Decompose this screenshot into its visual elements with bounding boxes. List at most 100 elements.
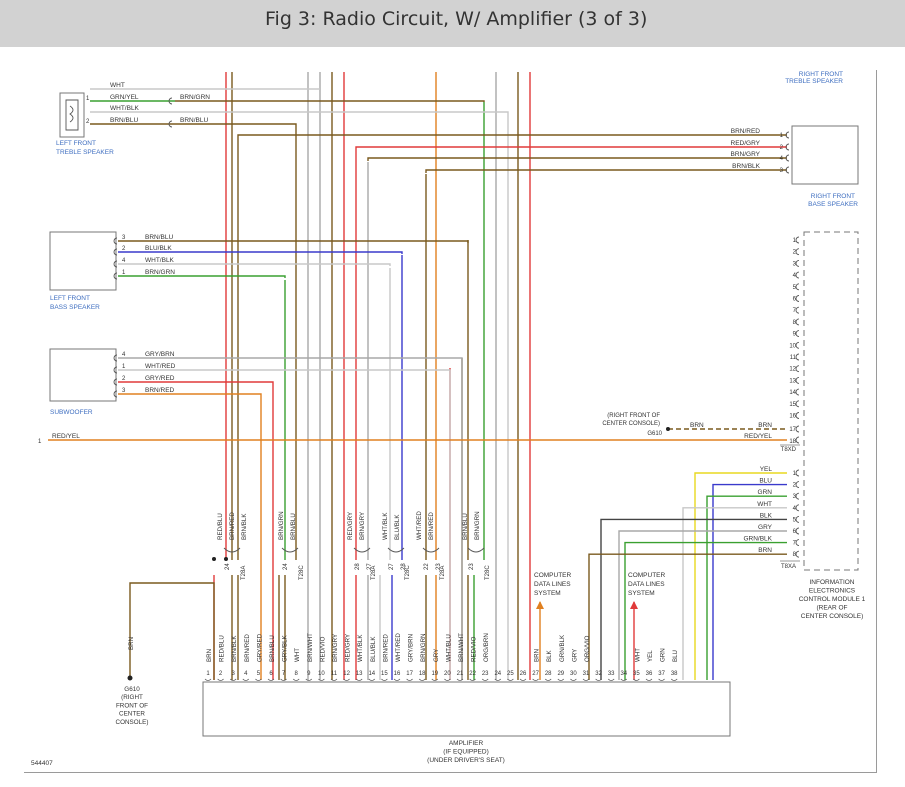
ground-left-label: FRONT OF (116, 702, 148, 709)
data-lines-label: COMPUTER (628, 572, 666, 579)
left-front-bass-label: LEFT FRONT (50, 295, 90, 302)
amp-wire-label: GRN/BLK (559, 634, 566, 662)
mid-wire-label: BRN/BLK (241, 513, 248, 540)
rf-bass-wire (425, 169, 787, 173)
module-connector (795, 515, 800, 523)
module-connector (795, 469, 800, 477)
amp-wire-label: BLK (546, 649, 553, 662)
info-electronics-module (803, 231, 859, 571)
amplifier-box (202, 681, 731, 737)
amp-wire-label: RED/BLU (219, 635, 226, 662)
amp-pin: 1 (206, 671, 210, 677)
info-module-label: (REAR OF (816, 605, 847, 612)
data-lines-label: COMPUTER (534, 572, 572, 579)
amp-pin-connector (406, 678, 413, 681)
t8xa-wire-label: BLU (759, 478, 772, 485)
amp-wire-label: RED/GRY (345, 634, 352, 662)
amp-pin-connector (343, 678, 350, 681)
amp-wire-label: BRN/BLK (231, 635, 238, 662)
amp-pin-connector (507, 678, 514, 681)
mid-wire-label: WHT/RED (416, 511, 423, 540)
info-module-label: CONTROL MODULE 1 (799, 596, 866, 603)
amp-pin: 13 (356, 671, 363, 677)
ground-left-label: (RIGHT (121, 694, 143, 701)
figure-header: Fig 3: Radio Circuit, W/ Amplifier (3 of… (0, 0, 905, 47)
amp-pin: 7 (282, 671, 286, 677)
amp-pin-connector (658, 678, 665, 681)
mid-pin: 23 (469, 563, 475, 570)
module-connector (795, 539, 800, 547)
module-connector (795, 388, 800, 396)
rf-bass-connector (785, 143, 790, 151)
bass-wire-label: BRN/BLU (145, 234, 173, 241)
connector-id: T8XD (781, 447, 797, 453)
t8xa-pin: 7 (793, 541, 797, 547)
rf-bass-wire (367, 157, 787, 161)
amp-pin-connector (229, 678, 237, 681)
t8xa-wire-label: GRY (758, 524, 773, 531)
ground-left-label: CENTER (119, 711, 145, 718)
bass-connector (113, 248, 118, 256)
sub-pin: 4 (122, 352, 126, 358)
amp-wire-label: BLU/BLK (370, 636, 377, 662)
mid-pin: 28 (401, 563, 407, 570)
amp-pin-connector (670, 678, 678, 681)
speaker-icon (65, 99, 79, 131)
treble-pin: 1 (86, 96, 90, 102)
mid-connector (467, 547, 485, 553)
treble-wire-label: GRN/YEL (110, 94, 139, 101)
mid-connector (281, 547, 299, 553)
sub-wire (118, 357, 463, 680)
sub-wire (118, 393, 262, 680)
rf-bass-wire-label: RED/GRY (731, 140, 761, 147)
amp-pin: 37 (658, 671, 665, 677)
mid-wire-label: BLU/BLK (394, 514, 401, 540)
brn-ground-label: BRN (690, 422, 704, 429)
bass-connector (113, 237, 118, 245)
mid-wire-label: BRN/BLU (290, 513, 297, 540)
data-line-arrow (536, 601, 544, 609)
bass-connector (113, 272, 118, 280)
right-front-bass-label: RIGHT FRONT (811, 193, 855, 200)
mid-connector-id: T28C (485, 565, 491, 580)
amplifier-label: (IF EQUIPPED) (443, 749, 489, 756)
amp-pin: 20 (444, 671, 451, 677)
ground-right-id: G610 (647, 431, 662, 437)
amp-pin: 25 (507, 671, 514, 677)
amp-pin-connector (444, 678, 451, 681)
amp-pin-connector (582, 678, 590, 681)
amp-wire-label: RED/VIO (319, 636, 326, 662)
mid-connector (387, 547, 405, 553)
subwoofer-label: SUBWOOFER (50, 409, 93, 416)
amp-pin: 11 (331, 671, 338, 677)
mid-connector-id: T28A (241, 566, 247, 580)
info-module-label: INFORMATION (809, 579, 854, 586)
module-connector (795, 353, 800, 361)
amp-pin: 10 (318, 671, 325, 677)
sub-wire-label: BRN/RED (145, 387, 175, 394)
mid-pin: 24 (225, 563, 231, 570)
treble-wire-label: WHT/BLK (110, 105, 140, 112)
amp-pin-connector (557, 678, 565, 681)
amp-pin: 21 (457, 671, 464, 677)
rf-bass-connector (785, 154, 790, 162)
amp-wire-label: BRN/GRY (332, 634, 339, 662)
amp-pin-connector (355, 678, 363, 681)
amp-wire-label: BRN/RED (244, 634, 251, 662)
module-pin: 5 (793, 285, 797, 291)
bass-wire-label: BRN/GRN (145, 269, 175, 276)
data-line-arrow (630, 601, 638, 609)
amp-pin-connector (393, 678, 401, 681)
module-connector (795, 306, 800, 314)
amp-wire-label: ORG/BRN (483, 633, 490, 662)
sub-wire (118, 381, 274, 680)
left-front-treble-speaker (59, 92, 85, 138)
treble-wire-label: BRN/BLU (180, 117, 208, 124)
amp-pin: 27 (532, 671, 539, 677)
amplifier-label: (UNDER DRIVER'S SEAT) (427, 757, 505, 764)
amp-pin-connector (645, 678, 653, 681)
sub-wire-label: GRY/BRN (145, 351, 175, 358)
amp-wire-label: YEL (647, 650, 654, 662)
mid-wire-label: BRN/GRN (474, 511, 481, 540)
amp-pin-connector (305, 678, 313, 681)
